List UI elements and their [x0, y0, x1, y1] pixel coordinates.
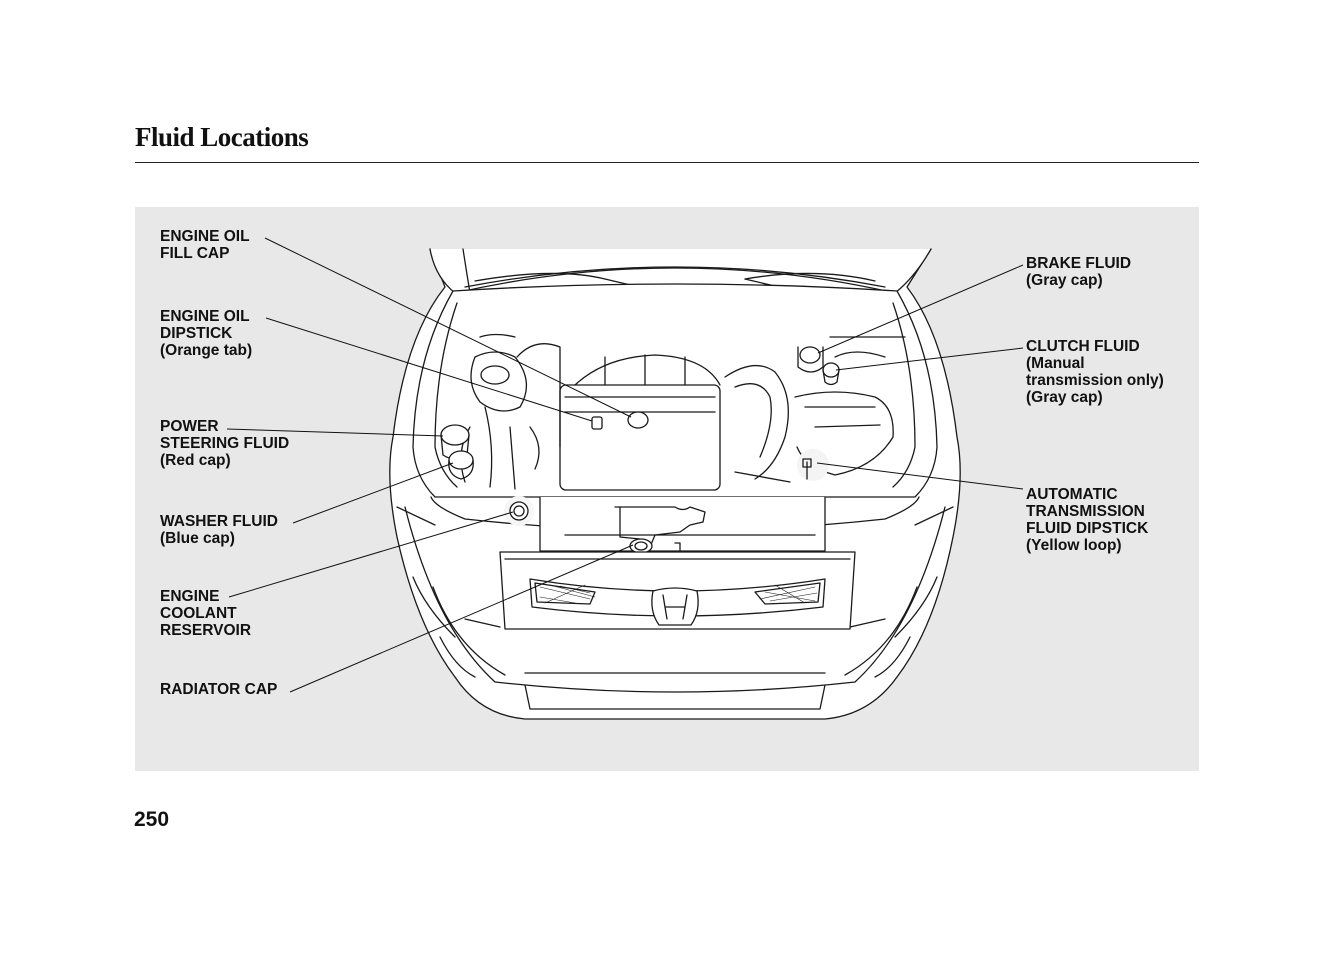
label-line: STEERING FLUID: [160, 435, 290, 452]
label-line: (Manual: [1026, 355, 1085, 372]
leader-engine-oil-dipstick: [265, 317, 593, 422]
leader-engine-oil-fill-cap: [264, 237, 632, 418]
engine-block: [559, 384, 721, 491]
h-emblem: [651, 587, 699, 626]
label-line: (Gray cap): [1026, 389, 1103, 406]
label-line: COOLANT: [160, 605, 237, 622]
radiator-cap-part: [629, 538, 653, 554]
label-line: transmission only): [1026, 372, 1164, 389]
engine-oil-fill-cap-part: [627, 411, 649, 429]
label-line: (Orange tab): [160, 342, 253, 359]
leader-radiator-cap: [289, 544, 634, 693]
label-line: ENGINE OIL: [160, 308, 250, 325]
label-line: TRANSMISSION: [1026, 503, 1145, 520]
label-line: (Red cap): [160, 452, 231, 469]
leader-coolant-reservoir: [228, 511, 514, 598]
label-line: CLUTCH FLUID: [1026, 338, 1140, 355]
label-engine-oil-dipstick: ENGINE OIL DIPSTICK (Orange tab): [160, 308, 252, 359]
label-line: BRAKE FLUID: [1026, 255, 1132, 272]
label-brake-fluid: BRAKE FLUID (Gray cap): [1026, 255, 1131, 289]
label-power-steering-fluid: POWER STEERING FLUID (Red cap): [160, 418, 289, 469]
brake-fluid-reservoir: [797, 346, 824, 373]
label-line: RADIATOR CAP: [160, 681, 278, 698]
label-line: DIPSTICK: [160, 325, 233, 342]
leader-power-steering: [226, 428, 444, 437]
leader-brake-fluid: [817, 264, 1024, 354]
label-line: FLUID DIPSTICK: [1026, 520, 1149, 537]
label-engine-oil-fill-cap: ENGINE OIL FILL CAP: [160, 228, 250, 262]
label-line: AUTOMATIC: [1026, 486, 1118, 503]
leader-clutch-fluid: [835, 347, 1024, 371]
label-washer-fluid: WASHER FLUID (Blue cap): [160, 513, 278, 547]
engine-compartment-diagram: [226, 237, 1024, 720]
label-line: WASHER FLUID: [160, 513, 278, 530]
engine-oil-dipstick-tab: [591, 416, 603, 430]
leader-lines: [226, 237, 1024, 693]
title-divider: [135, 162, 1199, 163]
label-line: ENGINE OIL: [160, 228, 250, 245]
leader-atf-dipstick: [816, 462, 1024, 490]
label-line: (Blue cap): [160, 530, 235, 547]
radiator-cover: [539, 496, 826, 552]
label-line: (Yellow loop): [1026, 537, 1122, 554]
label-clutch-fluid: CLUTCH FLUID (Manual transmission only) …: [1026, 338, 1164, 406]
washer-fluid-reservoir: [448, 450, 474, 480]
label-line: POWER: [160, 418, 219, 435]
clutch-fluid-reservoir: [822, 362, 840, 386]
label-line: RESERVOIR: [160, 622, 252, 639]
automatic-transmission-dipstick-loop: [797, 449, 829, 481]
leader-washer-fluid: [292, 462, 454, 524]
hood-panel: [429, 248, 932, 294]
label-automatic-transmission-fluid-dipstick: AUTOMATIC TRANSMISSION FLUID DIPSTICK (Y…: [1026, 486, 1148, 554]
engine-coolant-reservoir-cap: [504, 496, 534, 526]
figure-panel: ENGINE OIL FILL CAP ENGINE OIL DIPSTICK …: [135, 207, 1199, 771]
label-line: ENGINE: [160, 588, 220, 605]
page-title: Fluid Locations: [135, 122, 309, 152]
page-number: 250: [134, 808, 170, 831]
label-radiator-cap: RADIATOR CAP: [160, 681, 277, 698]
label-engine-coolant-reservoir: ENGINE COOLANT RESERVOIR: [160, 588, 251, 639]
label-line: (Gray cap): [1026, 272, 1103, 289]
label-line: FILL CAP: [160, 245, 230, 262]
